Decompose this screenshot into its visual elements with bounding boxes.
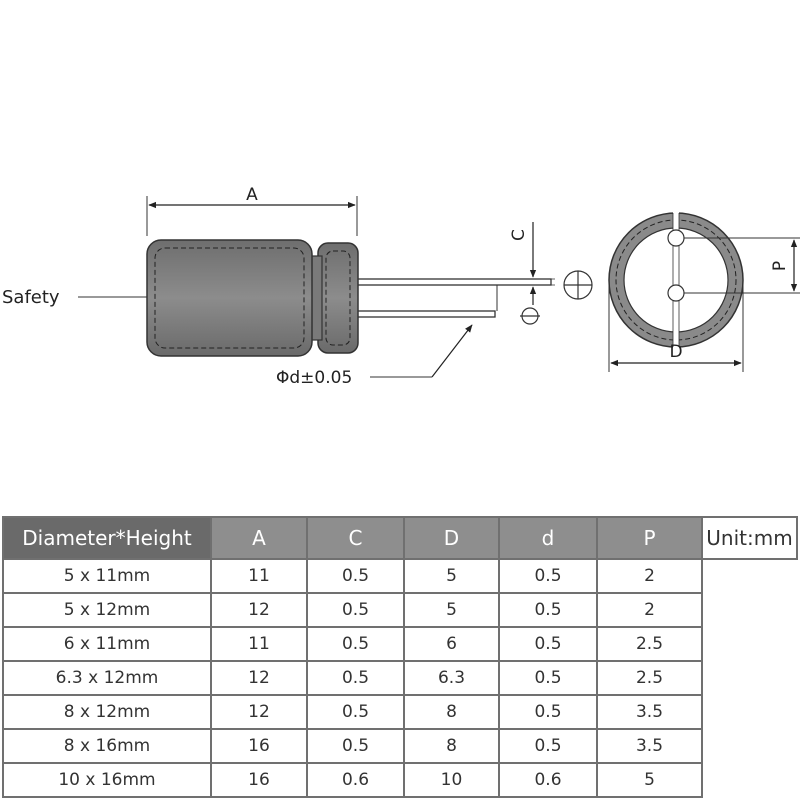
table-row: 5 x 12mm 12 0.5 5 0.5 2 bbox=[2, 592, 797, 628]
header-a: A bbox=[210, 516, 308, 560]
dimension-a: A bbox=[146, 185, 358, 236]
table-cell: 11 bbox=[210, 626, 308, 662]
header-d-diameter: D bbox=[403, 516, 500, 560]
header-p: P bbox=[596, 516, 703, 560]
dimension-a-label: A bbox=[246, 185, 258, 205]
table-cell: 0.5 bbox=[306, 592, 405, 628]
table-cell: 2 bbox=[596, 592, 703, 628]
table-cell: 5 bbox=[403, 558, 500, 594]
positive-symbol-icon bbox=[563, 270, 593, 300]
header-diameter-height: Diameter*Height bbox=[2, 516, 212, 560]
table-cell: 3.5 bbox=[596, 728, 703, 764]
table-cell: 6 bbox=[403, 626, 500, 662]
capacitor-body bbox=[146, 239, 313, 357]
capacitor-side-view bbox=[146, 239, 552, 357]
header-c: C bbox=[306, 516, 405, 560]
table-cell: 0.6 bbox=[306, 762, 405, 798]
table-cell: 8 bbox=[403, 694, 500, 730]
table-cell: 0.5 bbox=[306, 558, 405, 594]
table-cell: 8 x 12mm bbox=[2, 694, 212, 730]
negative-symbol-icon bbox=[520, 307, 540, 325]
dimension-p: P bbox=[684, 237, 800, 294]
dimension-d-label: D bbox=[669, 342, 682, 362]
table-cell: 6.3 x 12mm bbox=[2, 660, 212, 696]
table-cell: 16 bbox=[210, 728, 308, 764]
table-cell: 12 bbox=[210, 694, 308, 730]
table-cell: 0.5 bbox=[498, 660, 598, 696]
unit-cell: Unit:mm bbox=[701, 516, 798, 560]
table-cell: 2.5 bbox=[596, 626, 703, 662]
table-cell: 5 bbox=[596, 762, 703, 798]
table-cell: 0.5 bbox=[306, 660, 405, 696]
table-row: 8 x 12mm 12 0.5 8 0.5 3.5 bbox=[2, 694, 797, 730]
table-cell: 0.5 bbox=[306, 694, 405, 730]
capacitor-end-view bbox=[608, 210, 744, 350]
capacitor-end-cap bbox=[317, 242, 359, 354]
table-cell: 11 bbox=[210, 558, 308, 594]
capacitor-dimension-diagram: A Safety C Φd±0.05 bbox=[2, 185, 800, 388]
table-row: 5 x 11mm 11 0.5 5 0.5 2 bbox=[2, 558, 797, 594]
safety-callout: Safety bbox=[2, 287, 147, 308]
lead-diameter-callout: Φd±0.05 bbox=[276, 324, 473, 388]
safety-label: Safety bbox=[2, 287, 60, 308]
table-cell: 0.5 bbox=[306, 626, 405, 662]
table-cell: 5 x 12mm bbox=[2, 592, 212, 628]
dimension-d: D bbox=[608, 285, 744, 372]
table-cell: 10 x 16mm bbox=[2, 762, 212, 798]
lead-hole-positive bbox=[667, 229, 685, 247]
lead-upper bbox=[354, 278, 552, 286]
table-cell: 2 bbox=[596, 558, 703, 594]
table-cell: 0.5 bbox=[498, 626, 598, 662]
table-cell: 6 x 11mm bbox=[2, 626, 212, 662]
table-cell: 3.5 bbox=[596, 694, 703, 730]
lead-hole-negative bbox=[667, 284, 685, 302]
table-cell: 16 bbox=[210, 762, 308, 798]
table-row: 6.3 x 12mm 12 0.5 6.3 0.5 2.5 bbox=[2, 660, 797, 696]
dimension-c-label: C bbox=[509, 229, 529, 241]
table-cell: 0.5 bbox=[498, 728, 598, 764]
table-header-row: Diameter*Height A C D d P Unit:mm bbox=[2, 516, 798, 560]
table-row: 6 x 11mm 11 0.5 6 0.5 2.5 bbox=[2, 626, 797, 662]
dimension-c: C bbox=[509, 222, 555, 305]
table-cell: 0.5 bbox=[306, 728, 405, 764]
table-cell: 0.5 bbox=[498, 694, 598, 730]
table-cell: 0.5 bbox=[498, 558, 598, 594]
table-cell: 5 x 11mm bbox=[2, 558, 212, 594]
table-cell: 0.6 bbox=[498, 762, 598, 798]
lead-diameter-label: Φd±0.05 bbox=[276, 368, 352, 388]
dimension-p-label: P bbox=[770, 261, 790, 271]
table-cell: 10 bbox=[403, 762, 500, 798]
table-cell: 6.3 bbox=[403, 660, 500, 696]
table-cell: 12 bbox=[210, 592, 308, 628]
dimension-spec-table: Diameter*Height A C D d P Unit:mm 5 x 11… bbox=[2, 516, 798, 798]
header-d-lead: d bbox=[498, 516, 598, 560]
table-row: 8 x 16mm 16 0.5 8 0.5 3.5 bbox=[2, 728, 797, 764]
table-cell: 12 bbox=[210, 660, 308, 696]
table-cell: 8 x 16mm bbox=[2, 728, 212, 764]
table-cell: 2.5 bbox=[596, 660, 703, 696]
table-cell: 0.5 bbox=[498, 592, 598, 628]
table-cell: 5 bbox=[403, 592, 500, 628]
table-cell: 8 bbox=[403, 728, 500, 764]
lead-lower bbox=[354, 310, 496, 318]
table-row: 10 x 16mm 16 0.6 10 0.6 5 bbox=[2, 762, 797, 798]
